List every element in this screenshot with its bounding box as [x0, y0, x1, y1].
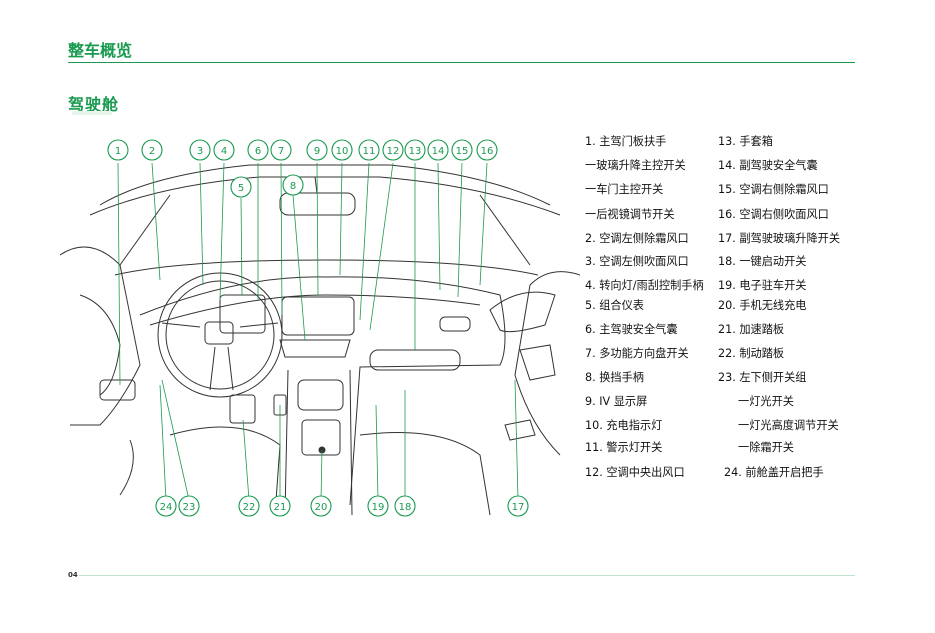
legend-item: 1. 主驾门板扶手: [585, 135, 667, 148]
callout-14: 14: [432, 146, 445, 157]
chapter-title: 整车概览: [68, 41, 133, 60]
legend-item: 16. 空调右侧吹面风口: [718, 208, 829, 221]
callout-10: 10: [336, 146, 349, 157]
legend-item: 10. 充电指示灯: [585, 419, 663, 432]
callout-16: 16: [481, 146, 494, 157]
callout-13: 13: [409, 146, 422, 157]
legend-item: 11. 警示灯开关: [585, 441, 663, 454]
legend-item: 一灯光高度调节开关: [738, 419, 839, 432]
legend-item: 4. 转向灯/雨刮控制手柄: [585, 279, 704, 292]
legend-item: 一车门主控开关: [585, 183, 664, 196]
callout-7: 7: [278, 146, 284, 157]
legend-item: 9. IV 显示屏: [585, 395, 648, 408]
callout-11: 11: [363, 146, 376, 157]
callout-18: 18: [399, 502, 412, 513]
callout-3: 3: [197, 146, 203, 157]
legend-item: 一后视镜调节开关: [585, 208, 675, 221]
legend-item: 22. 制动踏板: [718, 347, 785, 360]
legend-item: 6. 主驾驶安全气囊: [585, 323, 678, 336]
legend-item: 2. 空调左侧除霜风口: [585, 232, 689, 245]
callout-20: 20: [315, 502, 328, 513]
component-legend: 1. 主驾门板扶手 一玻璃升降主控开关 一车门主控开关 一后视镜调节开关 2. …: [585, 133, 865, 483]
legend-item: 19. 电子驻车开关: [718, 279, 807, 292]
legend-item: 7. 多功能方向盘开关: [585, 347, 689, 360]
header-divider: [68, 62, 855, 63]
footer-divider: [79, 575, 855, 576]
legend-item: 一玻璃升降主控开关: [585, 159, 686, 172]
legend-item: 一灯光开关: [738, 395, 794, 408]
legend-item: 8. 换挡手柄: [585, 371, 644, 384]
callout-9: 9: [314, 146, 320, 157]
legend-item: 一除霜开关: [738, 441, 794, 454]
legend-item: 23. 左下侧开关组: [718, 371, 807, 384]
callout-21: 21: [274, 502, 287, 513]
legend-item: 24. 前舱盖开启把手: [724, 466, 824, 479]
legend-item: 18. 一键启动开关: [718, 255, 807, 268]
cockpit-diagram: 1 2 3 4 5 6 7 8 9 10 11 12 13 14 15 16 1…: [60, 139, 580, 517]
callout-6: 6: [255, 146, 261, 157]
legend-item: 20. 手机无线充电: [718, 299, 807, 312]
callout-17: 17: [512, 502, 525, 513]
section-title: 驾驶舱: [68, 91, 119, 115]
page-number: 04: [68, 571, 78, 579]
callout-5: 5: [238, 183, 244, 194]
callout-24: 24: [160, 502, 173, 513]
legend-item: 14. 副驾驶安全气囊: [718, 159, 818, 172]
callout-23: 23: [183, 502, 196, 513]
legend-item: 13. 手套箱: [718, 135, 773, 148]
callout-12: 12: [387, 146, 400, 157]
callout-8: 8: [290, 181, 296, 192]
legend-item: 17. 副驾驶玻璃升降开关: [718, 232, 841, 245]
callout-22: 22: [243, 502, 256, 513]
callout-1: 1: [115, 146, 121, 157]
callout-15: 15: [456, 146, 469, 157]
legend-item: 5. 组合仪表: [585, 299, 644, 312]
legend-item: 21. 加速踏板: [718, 323, 785, 336]
callout-2: 2: [149, 146, 155, 157]
callout-4: 4: [221, 146, 227, 157]
legend-item: 12. 空调中央出风口: [585, 466, 685, 479]
legend-item: 3. 空调左侧吹面风口: [585, 255, 689, 268]
callout-19: 19: [372, 502, 385, 513]
legend-item: 15. 空调右侧除霜风口: [718, 183, 829, 196]
